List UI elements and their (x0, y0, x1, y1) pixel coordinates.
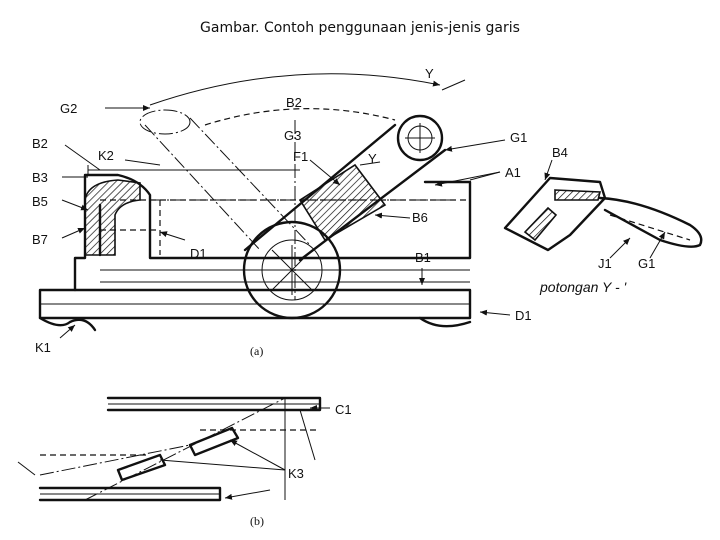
slide-title: Gambar. Contoh penggunaan jenis-jenis ga… (200, 20, 520, 36)
label-b2-top: B2 (286, 95, 302, 110)
label-k1: K1 (35, 340, 51, 355)
upper-hub (396, 114, 444, 162)
label-b1: B1 (415, 250, 431, 265)
section-hatch-arm (298, 163, 387, 242)
label-b7: B7 (32, 232, 48, 247)
label-j1: J1 (598, 256, 612, 271)
label-g3: G3 (284, 128, 301, 143)
figure-b (17, 396, 330, 502)
label-b3: B3 (32, 170, 48, 185)
label-d1-mid: D1 (190, 246, 207, 261)
label-g1-top: G1 (510, 130, 527, 145)
label-b5: B5 (32, 194, 48, 209)
label-a1: A1 (505, 165, 521, 180)
caption-a: (a) (250, 344, 263, 358)
label-d1-right: D1 (515, 308, 532, 323)
label-k3: K3 (288, 466, 304, 481)
caption-b: (b) (250, 514, 264, 528)
label-y-mid: Y (368, 151, 377, 166)
label-c1: C1 (335, 402, 352, 417)
lower-hub (242, 220, 342, 320)
label-potongan: potongan Y - ' (539, 279, 628, 295)
base-plate (38, 288, 472, 320)
figure-a (38, 73, 703, 339)
label-f1: F1 (293, 149, 308, 164)
label-g1-bottom: G1 (638, 256, 655, 271)
label-g2: G2 (60, 101, 77, 116)
label-y-top: Y (425, 66, 434, 81)
section-hatch-left (84, 179, 141, 256)
label-b2-left: B2 (32, 136, 48, 151)
label-b6: B6 (412, 210, 428, 225)
label-k2: K2 (98, 148, 114, 163)
label-b4: B4 (552, 145, 568, 160)
